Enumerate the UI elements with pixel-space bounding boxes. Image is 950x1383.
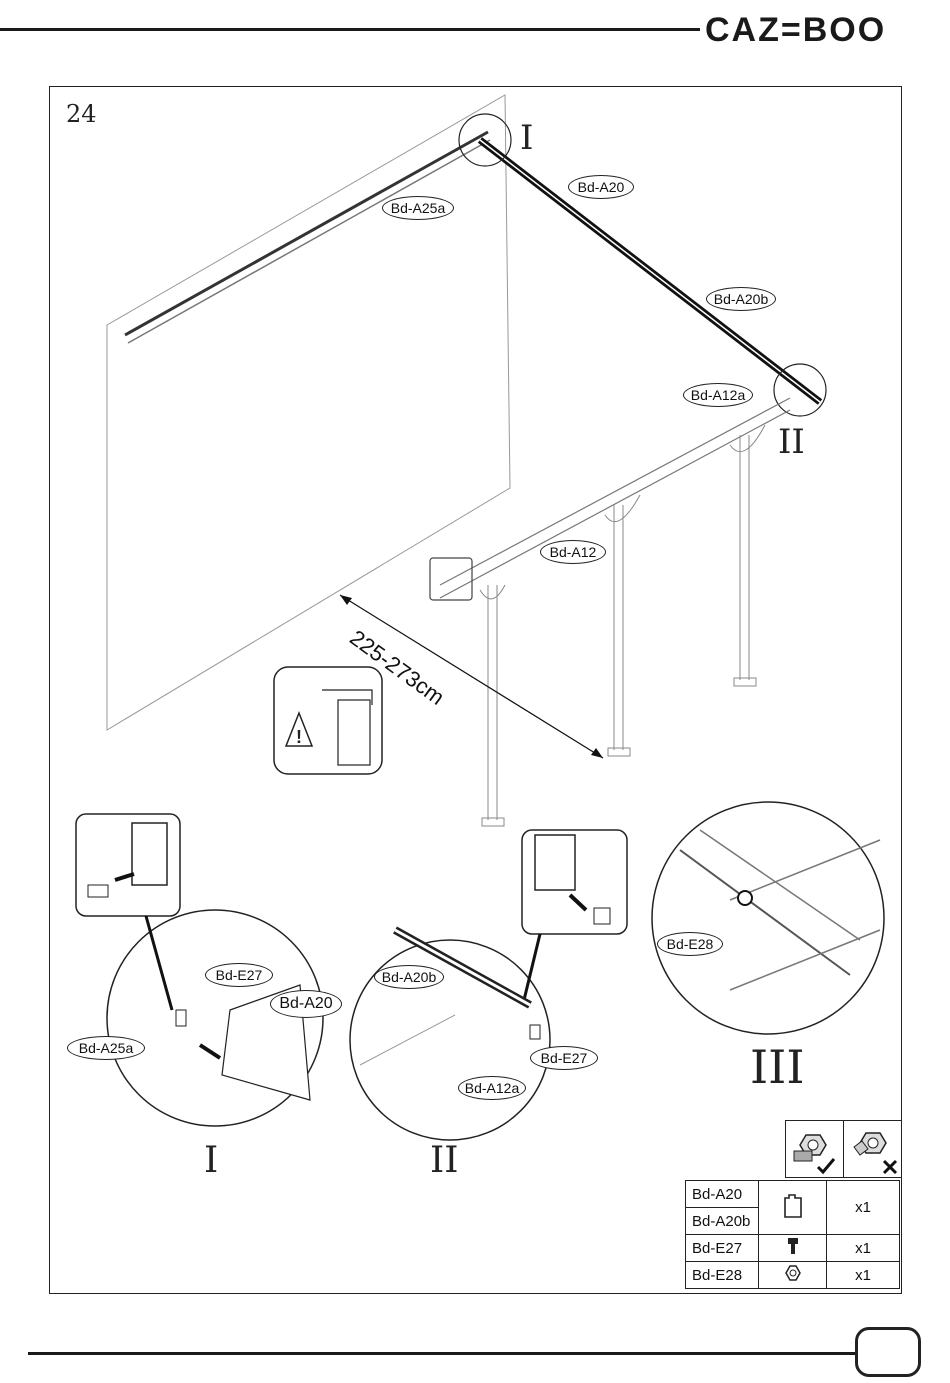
label-wall-rail: Bd-A25a [382, 196, 454, 220]
label-front-beam: Bd-A12 [540, 540, 606, 564]
hardware-wrong-box [843, 1120, 902, 1178]
parts-table: Bd-A20 x1 Bd-A20b Bd-E27 x1 Bd-E28 x1 [685, 1180, 900, 1289]
svg-text:!: ! [296, 727, 302, 747]
detail-II-caption: II [430, 1140, 458, 1181]
part-code: Bd-A20b [686, 1208, 759, 1235]
hardware-correct-box [785, 1120, 844, 1178]
marker-I: I [520, 118, 533, 158]
marker-II: II [778, 422, 805, 462]
part-qty: x1 [827, 1262, 900, 1289]
detail-II-front-label: Bd-A12a [458, 1076, 526, 1100]
part-code: Bd-E27 [686, 1235, 759, 1262]
label-front-beam-a: Bd-A12a [683, 383, 753, 407]
part-code: Bd-A20 [686, 1181, 759, 1208]
label-top-beam: Bd-A20 [568, 175, 634, 199]
footer-rule [28, 1352, 855, 1355]
detail-II-beam-label: Bd-A20b [374, 965, 444, 989]
detail-I-caption: I [204, 1140, 218, 1181]
bolt-icon [759, 1235, 827, 1262]
table-row: Bd-E28 x1 [686, 1262, 900, 1289]
table-row: Bd-A20 x1 [686, 1181, 900, 1208]
nut-icon [759, 1262, 827, 1289]
cross-icon [844, 1121, 900, 1177]
detail-III-nut-label: Bd-E28 [657, 932, 723, 956]
part-qty: x1 [827, 1181, 900, 1235]
detail-I-beam-label: Bd-A20 [270, 990, 342, 1018]
detail-I-rail-label: Bd-A25a [67, 1036, 145, 1060]
label-top-beam-b: Bd-A20b [706, 287, 776, 311]
detail-II-screw-label: Bd-E27 [530, 1046, 598, 1070]
part-code: Bd-E28 [686, 1262, 759, 1289]
detail-I-screw-label: Bd-E27 [205, 963, 273, 987]
profile-icon [759, 1181, 827, 1235]
check-icon [786, 1121, 842, 1177]
detail-III-caption: III [750, 1040, 805, 1094]
page-number-box [855, 1327, 921, 1377]
table-row: Bd-E27 x1 [686, 1235, 900, 1262]
part-qty: x1 [827, 1235, 900, 1262]
